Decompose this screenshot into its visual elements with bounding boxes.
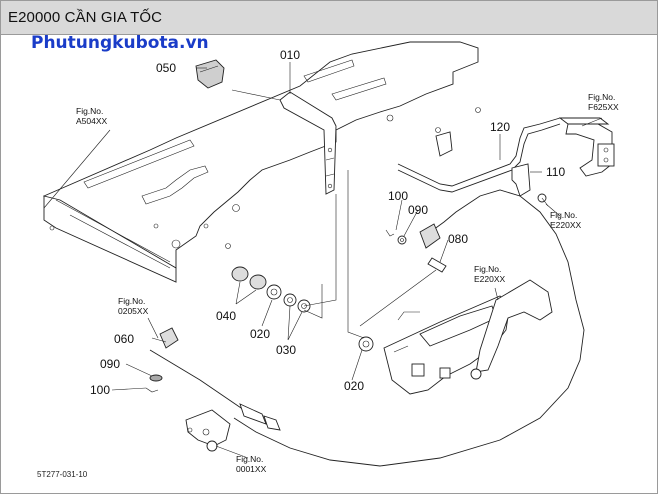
fig-0001-code: 0001XX	[236, 464, 267, 474]
label-010: 010	[280, 48, 300, 62]
fig-f625-code: F625XX	[588, 102, 619, 112]
drawing-id: 5T277-031-10	[37, 470, 88, 479]
part-120-rod	[397, 117, 615, 193]
label-060: 060	[114, 332, 134, 346]
label-100-upper: 100	[388, 189, 408, 203]
pedal-assembly	[383, 279, 553, 395]
part-010-lever	[279, 91, 337, 195]
parts-diagram: 050 010 120 110 100 090 080 040 020 030 …	[42, 41, 619, 474]
leader-lines	[43, 62, 603, 459]
label-020-b: 020	[344, 379, 364, 393]
label-110: 110	[546, 165, 565, 179]
part-number-labels: 050 010 120 110 100 090 080 040 020 030 …	[90, 48, 565, 397]
lower-clamp	[185, 409, 231, 452]
label-090-upper: 090	[408, 203, 428, 217]
label-030: 030	[276, 343, 296, 357]
fig-e220a-label: Fig.No.	[550, 210, 577, 220]
throttle-cable	[149, 189, 585, 467]
label-050: 050	[156, 61, 176, 75]
fig-0205-code: 0205XX	[118, 306, 149, 316]
label-080: 080	[448, 232, 468, 246]
title-bar: E20000 CẦN GIA TỐC	[1, 1, 657, 35]
fig-f625-label: Fig.No.	[588, 92, 615, 102]
page-title: E20000 CẦN GIA TỐC	[8, 9, 163, 26]
fig-e220b-label: Fig.No.	[474, 264, 501, 274]
fig-0205-label: Fig.No.	[118, 296, 145, 306]
fasteners-upper	[385, 229, 447, 273]
fig-0001-label: Fig.No.	[236, 454, 263, 464]
fasteners-lower	[145, 374, 163, 393]
label-120: 120	[490, 120, 510, 134]
floor-panel	[42, 41, 610, 283]
label-020-a: 020	[250, 327, 270, 341]
label-040: 040	[216, 309, 236, 323]
label-090-lower: 090	[100, 357, 120, 371]
fig-e220b-code: E220XX	[474, 274, 506, 284]
label-100-lower: 100	[90, 383, 110, 397]
fig-a504-label: Fig.No.	[76, 106, 103, 116]
watermark-brand: Phutungkubota.vn	[31, 33, 209, 53]
figure-references: Fig.No. A504XX Fig.No. F625XX Fig.No. E2…	[76, 92, 619, 474]
part-110-bracket	[511, 163, 549, 207]
washer-stack	[231, 266, 374, 352]
fig-e220a-code: E220XX	[550, 220, 582, 230]
part-050-knob	[195, 59, 225, 89]
fig-a504-code: A504XX	[76, 116, 108, 126]
